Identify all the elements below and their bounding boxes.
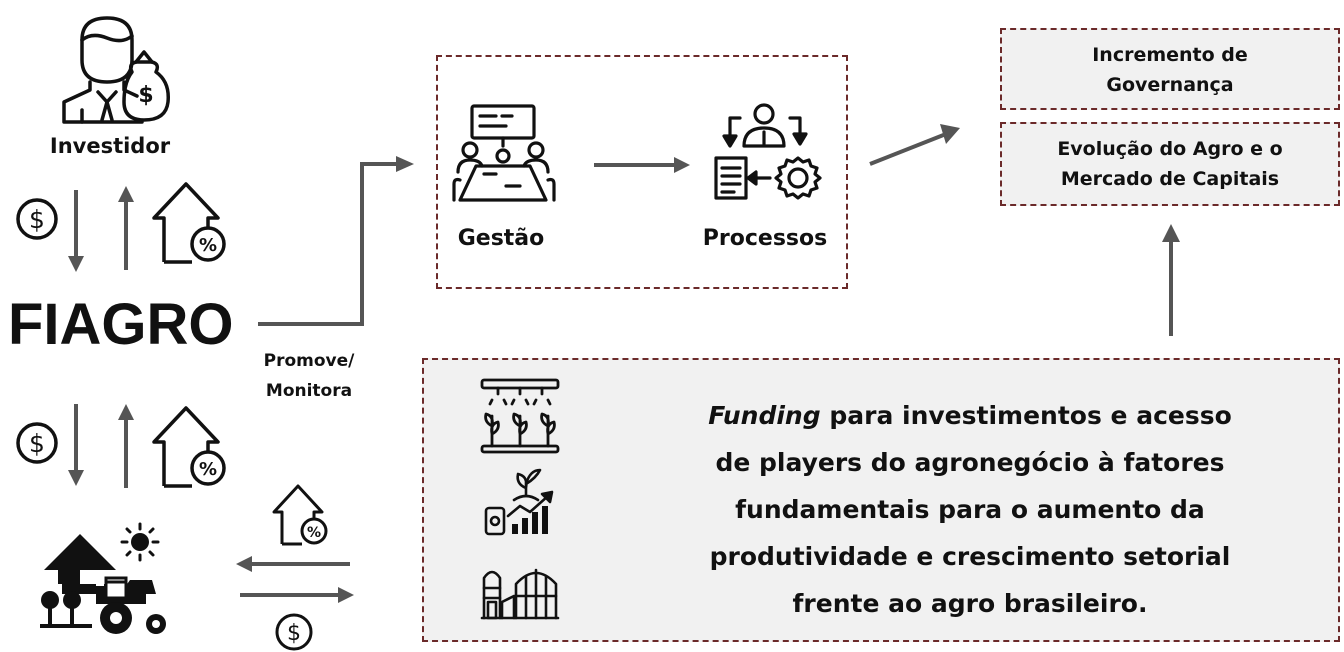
governance-line2: Governança [1106,74,1234,96]
dollar-coin-icon: $ [16,198,58,240]
fiagro-title: FIAGRO [8,292,234,357]
funding-emphasis: Funding [708,401,821,430]
left-arrow [236,556,350,572]
svg-text:$: $ [29,429,45,458]
connector-arrow [258,156,414,326]
funding-text: Funding para investimentos e acesso de p… [620,392,1320,627]
percent-up-arrow-icon: % [272,484,328,546]
svg-text:%: % [199,459,217,480]
up-arrow [118,404,134,488]
svg-text:%: % [199,235,217,256]
funding-line2: de players do agronegócio à fatores [715,448,1225,477]
processos-label: Processos [702,226,828,251]
funding-box [422,358,1340,642]
governance-line1: Incremento de [1092,44,1248,66]
dollar-coin-icon: $ [275,613,313,651]
capital-market-line2: Mercado de Capitais [1060,168,1280,190]
right-arrow [594,157,690,173]
up-arrow [118,186,134,270]
process-icon [714,103,822,200]
management-meeting-icon [452,104,556,202]
down-arrow [68,190,84,272]
funding-line4: produtividade e crescimento setorial [709,542,1231,571]
svg-text:$: $ [29,205,45,234]
management-process-box [436,55,848,289]
gestao-label: Gestão [457,226,545,251]
dollar-coin-icon: $ [16,422,58,464]
silo-greenhouse-icon [480,568,560,620]
svg-text:%: % [307,525,321,541]
promove-line1: Promove/ [263,351,355,371]
percent-up-arrow-icon: % [152,182,226,264]
funding-line1-rest: para investimentos e acesso [820,401,1232,430]
diagonal-arrow [869,124,960,166]
svg-text:$: $ [287,621,301,646]
up-arrow [1162,224,1180,336]
capital-market-line1: Evolução do Agro e o [1057,138,1283,160]
promove-label: Promove/ Monitora [244,346,374,406]
right-arrow [240,587,354,603]
investor-label: Investidor [49,134,171,158]
funding-line5: frente ao agro brasileiro. [792,589,1148,618]
down-arrow [68,404,84,486]
percent-up-arrow-icon: % [152,406,226,488]
promove-line2: Monitora [265,381,353,401]
funding-line1: Funding para investimentos e acesso [620,392,1320,439]
growth-chart-icon [484,468,554,536]
irrigation-icon [480,378,560,454]
capital-market-box: Evolução do Agro e o Mercado de Capitais [1000,122,1340,206]
svg-text:$: $ [138,83,153,108]
governance-box: Incremento de Governança [1000,28,1340,110]
farm-icon [40,522,166,634]
funding-line3: fundamentais para o aumento da [735,495,1205,524]
investor-icon: $ [62,16,170,124]
